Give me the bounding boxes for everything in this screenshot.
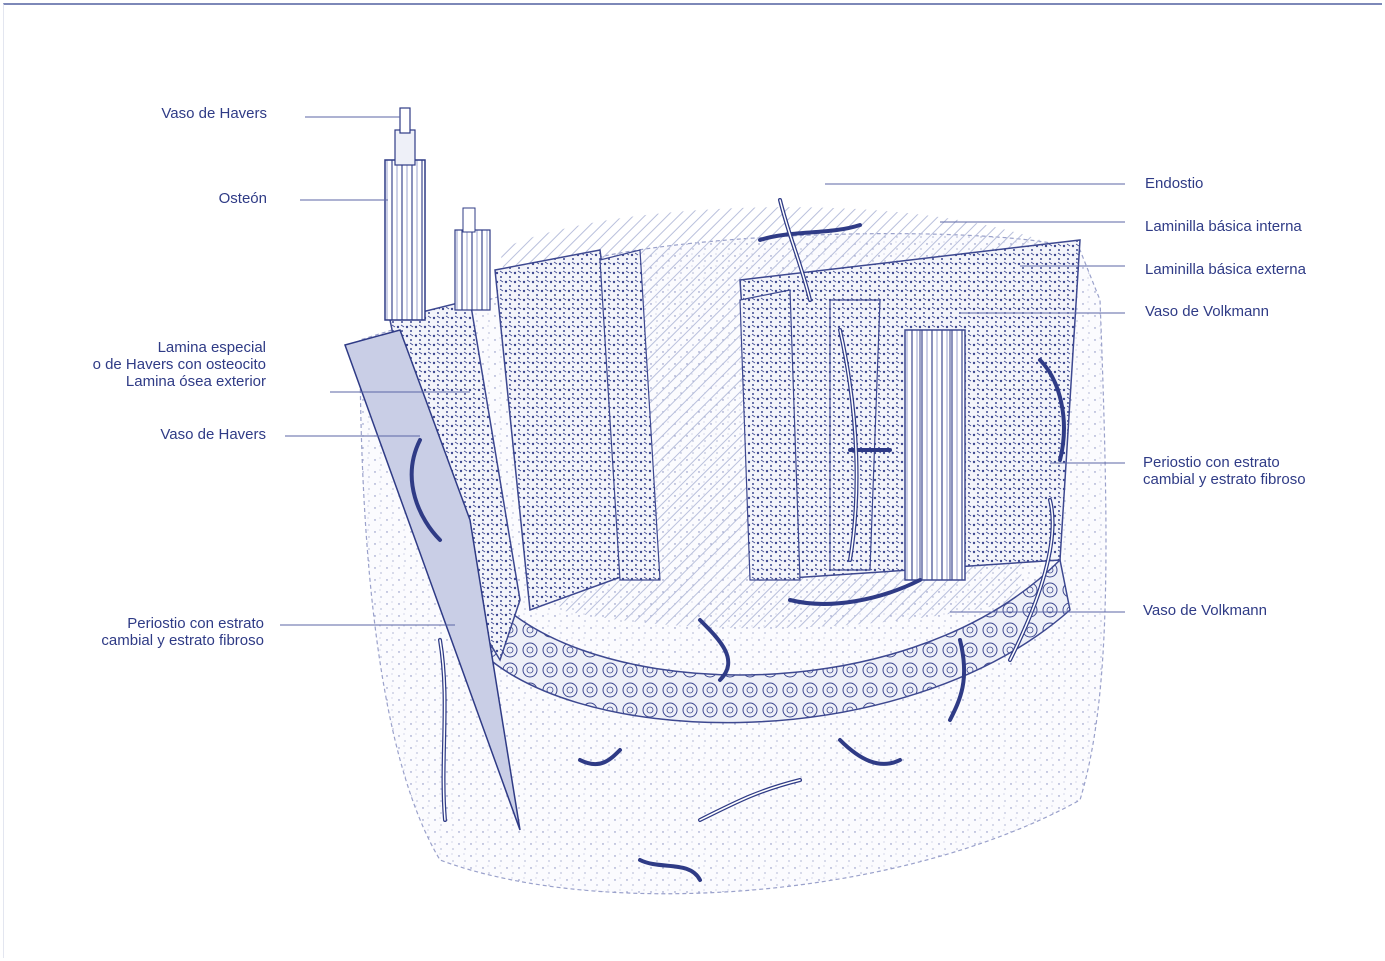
label-osteon: Osteón bbox=[60, 190, 267, 207]
label-lamina-osea-exterior: Lamina ósea exterior bbox=[20, 373, 266, 390]
label-periostio-left-line1: Periostio con estrato bbox=[20, 615, 264, 632]
label-lamina-especial-line2: o de Havers con osteocito bbox=[20, 356, 266, 373]
label-periostio-right-line1: Periostio con estrato bbox=[1143, 454, 1306, 471]
label-vaso-havers-top: Vaso de Havers bbox=[60, 105, 267, 122]
osteon-cut bbox=[905, 330, 965, 580]
label-vaso-volkmann-bottom: Vaso de Volkmann bbox=[1143, 602, 1267, 619]
label-periostio-left-line2: cambial y estrato fibroso bbox=[20, 632, 264, 649]
label-endostio: Endostio bbox=[1145, 175, 1203, 192]
protruding-osteon bbox=[385, 108, 490, 320]
trabecula-1 bbox=[740, 290, 800, 580]
label-laminilla-interna: Laminilla básica interna bbox=[1145, 218, 1302, 235]
label-laminilla-externa: Laminilla básica externa bbox=[1145, 261, 1306, 278]
label-vaso-havers-mid: Vaso de Havers bbox=[60, 426, 266, 443]
label-vaso-volkmann-top: Vaso de Volkmann bbox=[1145, 303, 1269, 320]
label-lamina-especial-line1: Lamina especial bbox=[20, 339, 266, 356]
label-periostio-right: Periostio con estrato cambial y estrato … bbox=[1143, 454, 1306, 488]
label-periostio-left: Periostio con estrato cambial y estrato … bbox=[20, 615, 264, 649]
label-periostio-right-line2: cambial y estrato fibroso bbox=[1143, 471, 1306, 488]
label-lamina-especial: Lamina especial o de Havers con osteocit… bbox=[20, 339, 266, 390]
